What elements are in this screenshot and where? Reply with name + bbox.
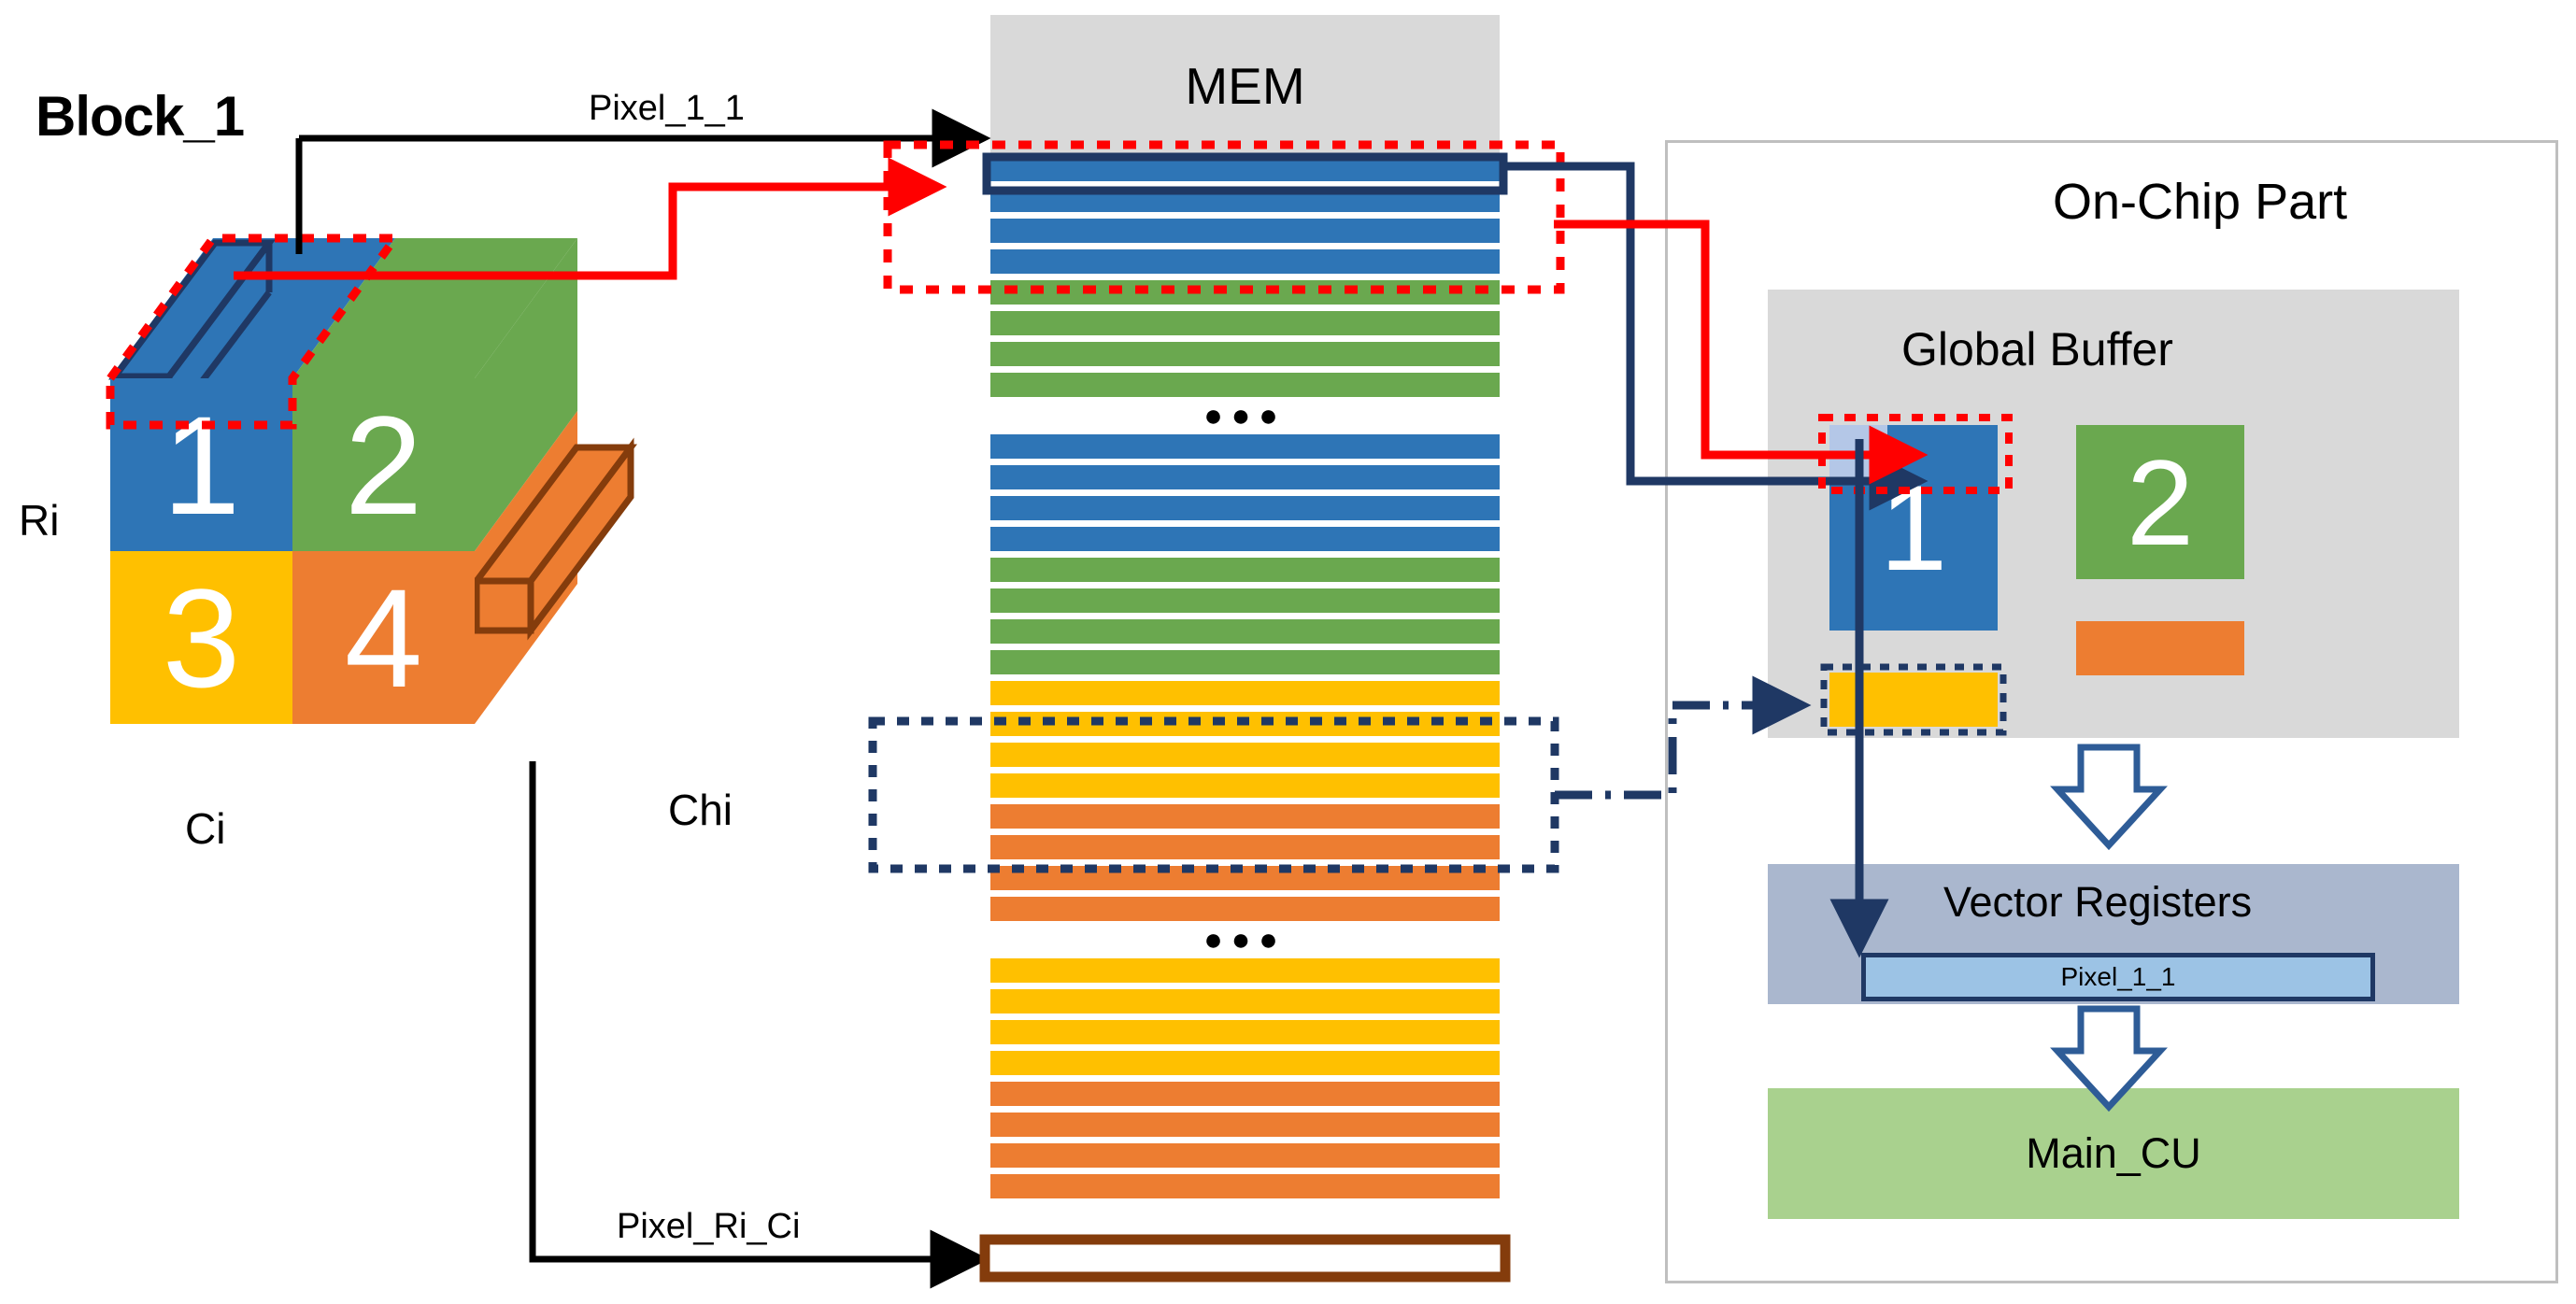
edge-label-pixel-1-1: Pixel_1_1 <box>589 89 745 128</box>
mem-bar <box>990 989 1500 1013</box>
mem-bar <box>990 465 1500 489</box>
mem-ellipsis: ●●● <box>1203 922 1287 957</box>
vector-registers-title: Vector Registers <box>1943 878 2253 926</box>
axis-label-ci: Ci <box>185 804 226 853</box>
mem-bar <box>990 1143 1500 1168</box>
mem-bar-last <box>990 1174 1500 1198</box>
mem-bar <box>990 588 1500 613</box>
edge-label-pixel-ri-ci: Pixel_Ri_Ci <box>617 1207 800 1246</box>
mem-stack: ●●● ●●● <box>990 157 1500 1198</box>
mem-bar <box>990 496 1500 520</box>
main-cu-title: Main_CU <box>2026 1129 2201 1177</box>
mem-bar <box>990 835 1500 859</box>
mem-bar <box>990 280 1500 305</box>
mem-header: MEM <box>990 15 1500 157</box>
axis-label-chi: Chi <box>668 786 733 834</box>
mem-bar <box>990 650 1500 674</box>
block-cube: 1 2 3 4 <box>106 234 727 761</box>
mem-bar <box>990 311 1500 335</box>
mem-bar <box>990 434 1500 459</box>
global-buffer-tile-2: 2 <box>2076 425 2244 579</box>
mem-title: MEM <box>1185 57 1305 115</box>
mem-bar <box>990 157 1500 181</box>
mem-bar <box>990 897 1500 921</box>
mem-bar <box>990 1113 1500 1137</box>
vector-register-slot: Pixel_1_1 <box>1861 953 2375 1001</box>
mem-bar <box>990 866 1500 890</box>
on-chip-part-title: On-Chip Part <box>2053 174 2348 230</box>
mem-bar <box>990 619 1500 644</box>
global-buffer-title: Global Buffer <box>1901 323 2173 376</box>
mem-bar <box>990 219 1500 243</box>
mem-bar <box>990 681 1500 705</box>
mem-bar <box>990 342 1500 366</box>
mem-ellipsis: ●●● <box>1203 398 1287 433</box>
global-buffer-tile-1-label: 1 <box>1879 460 1948 596</box>
block-title: Block_1 <box>36 85 245 148</box>
block-quadrant-1: 1 <box>110 378 292 551</box>
mem-bar <box>990 1051 1500 1075</box>
mem-bar <box>990 958 1500 983</box>
mem-bar <box>990 527 1500 551</box>
axis-label-ri: Ri <box>19 496 60 545</box>
mem-bar <box>990 712 1500 736</box>
mem-bar <box>990 773 1500 798</box>
mem-bar <box>990 558 1500 582</box>
main-cu-panel: Main_CU <box>1768 1088 2459 1219</box>
vector-register-value: Pixel_1_1 <box>2060 962 2176 991</box>
block-quadrant-3: 3 <box>110 551 292 724</box>
mem-bar <box>990 743 1500 767</box>
mem-bar <box>990 1082 1500 1106</box>
block-quadrant-4: 4 <box>292 551 475 724</box>
mem-bar <box>990 188 1500 212</box>
mem-bar <box>990 804 1500 829</box>
global-buffer-tile-4-strip <box>2076 621 2244 675</box>
mem-bar <box>990 249 1500 274</box>
block-quadrant-2: 2 <box>292 378 475 551</box>
mem-bar <box>990 373 1500 397</box>
global-buffer-tile-3-strip <box>1829 673 1998 727</box>
mem-bar <box>990 1020 1500 1044</box>
